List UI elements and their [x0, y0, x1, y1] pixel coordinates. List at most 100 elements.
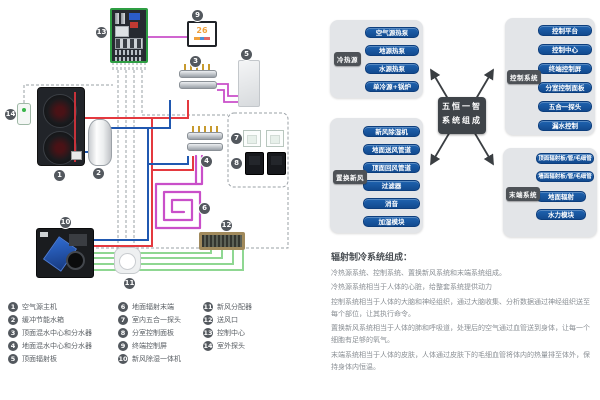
radiant-pipes [148, 36, 238, 103]
description-line: 置换新风系统相当于人体的肺和呼吸道，处理后的空气通过血管送到身体，让每一个细胞有… [331, 324, 590, 345]
panel-display [249, 156, 260, 165]
cabinet-capacitor [115, 13, 119, 24]
legend-label: 送风口 [217, 316, 238, 324]
cabinet-module [115, 26, 129, 37]
manifold-valves [184, 64, 212, 70]
badge-6: 6 [199, 203, 210, 214]
badge-4: 4 [201, 156, 212, 167]
legend-item: 2 缓冲节能水箱 [8, 315, 64, 325]
description-line: 冷热源系统、控制系统、置换新风系统和末端系统组成。 [331, 269, 506, 277]
diagram-pill: 新风除湿机 [363, 126, 420, 137]
group-label-control-system: 控制系统 [507, 70, 541, 84]
legend-label: 室外探头 [217, 342, 245, 350]
group-label-terminal-system: 末端系统 [506, 187, 540, 201]
distributor-hub [119, 253, 136, 270]
control-center-cabinet [110, 8, 148, 63]
legend-label: 缓冲节能水箱 [22, 316, 64, 324]
badge-11: 11 [124, 278, 135, 289]
control-wiring-lines [23, 62, 289, 249]
legend-label: 控制中心 [217, 329, 245, 337]
fan-icon [43, 94, 77, 128]
diagram-pill: 地面辐射 [536, 191, 586, 202]
badge-9: 9 [192, 10, 203, 21]
air-supply-grille [199, 232, 245, 250]
diagram-pill: 单冷源+锅炉 [365, 81, 419, 92]
legend-label: 新风除湿一体机 [132, 355, 181, 363]
description-line: 末端系统相当于人体的皮肤，人体通过皮肤下的毛细血管将体内的热量排至体外，保持身体… [331, 350, 590, 371]
group-fresh-air: 新风除湿机 地面送风管道 顶面回风管道 过滤器 消音 加湿模块 [330, 118, 423, 233]
five-in-one-probe-indoor [243, 130, 261, 147]
badge-8: 8 [231, 158, 242, 169]
legend-number: 13 [203, 328, 213, 338]
legend-number: 5 [8, 354, 18, 364]
cabinet-blue-module [129, 13, 140, 20]
diagram-pill: 分室控制面板 [538, 82, 592, 93]
legend-number: 7 [118, 315, 128, 325]
probe-led [22, 108, 26, 112]
cabinet-capacitor [121, 13, 125, 24]
badge-7: 7 [231, 133, 242, 144]
buffer-water-tank [88, 119, 112, 166]
diagram-pill: 加湿模块 [363, 216, 420, 227]
diagram-pill: 过滤器 [363, 180, 420, 191]
legend-number: 6 [118, 302, 128, 312]
diagram-pill: 顶面回风管道 [363, 162, 420, 173]
diagram-pill: 控制平台 [538, 25, 592, 36]
center-node-line2: 系统组成 [442, 116, 482, 125]
legend-label: 室内五合一探头 [132, 316, 181, 324]
legend-label: 分室控制面板 [132, 329, 174, 337]
description-line: 冷热源系统相当于人体的心脏，给整套系统提供动力 [331, 283, 492, 292]
legend-number: 12 [203, 315, 213, 325]
legend-number: 10 [118, 354, 128, 364]
diagram-pill: 漏水控制 [538, 120, 592, 131]
diagram-pill: 水源热泵 [365, 63, 419, 74]
room-control-panel [267, 152, 286, 175]
cold-water-pipes [85, 100, 189, 241]
manifold-bar [187, 132, 223, 140]
pump-accent-stripe [74, 92, 76, 162]
hot-water-pipes [85, 100, 194, 247]
ceiling-radiant-panel [238, 60, 260, 107]
room-control-panel [245, 152, 264, 175]
cabinet-din-rail [115, 38, 143, 49]
pump-control-box [71, 151, 82, 160]
legend-number: 9 [118, 341, 128, 351]
diagram-pill: 墙面辐射板/管/毛细管 [536, 171, 594, 182]
legend-label: 终端控制屏 [132, 342, 167, 350]
cabinet-relay [130, 22, 138, 28]
center-node-line1: 五恒一智 [442, 102, 482, 111]
legend-number: 2 [8, 315, 18, 325]
cabinet-terminal-row [115, 50, 143, 55]
description-line: 控制系统相当于人体的大脑和神经组织，通过大脑收集、分析数据通过神经组织送至每个部… [331, 297, 590, 318]
floor-heating-coil [154, 154, 204, 230]
probe-window [247, 135, 257, 144]
manifold-bar [179, 70, 217, 78]
manifold-bar [187, 143, 223, 151]
description-heading: 辐射制冷系统组成： [331, 253, 413, 263]
legend-item: 13 控制中心 [203, 328, 245, 338]
badge-5: 5 [241, 49, 252, 60]
manifold-valves [192, 126, 218, 132]
badge-12: 12 [221, 220, 232, 231]
diagram-pill: 五合一探头 [538, 101, 592, 112]
badge-14: 14 [5, 109, 16, 120]
legend-item: 7 室内五合一探头 [118, 315, 181, 325]
legend-number: 11 [203, 302, 213, 312]
manifold-bar [179, 81, 217, 89]
unit-fan [66, 251, 85, 270]
legend-item: 9 终端控制屏 [118, 341, 167, 351]
ceiling-mixing-manifold [179, 64, 217, 100]
diagram-pill: 地面送风管道 [363, 144, 420, 155]
diagram-pill: 空气源热泵 [365, 27, 419, 38]
legend-label: 顶面辐射板 [22, 355, 57, 363]
diagram-pill: 顶面辐射板/管/毛细管 [536, 153, 594, 164]
diagram-pill: 终端控制屏 [538, 63, 592, 74]
legend-label: 地面混水中心和分水器 [22, 342, 92, 350]
five-in-one-probe-indoor [266, 130, 284, 147]
